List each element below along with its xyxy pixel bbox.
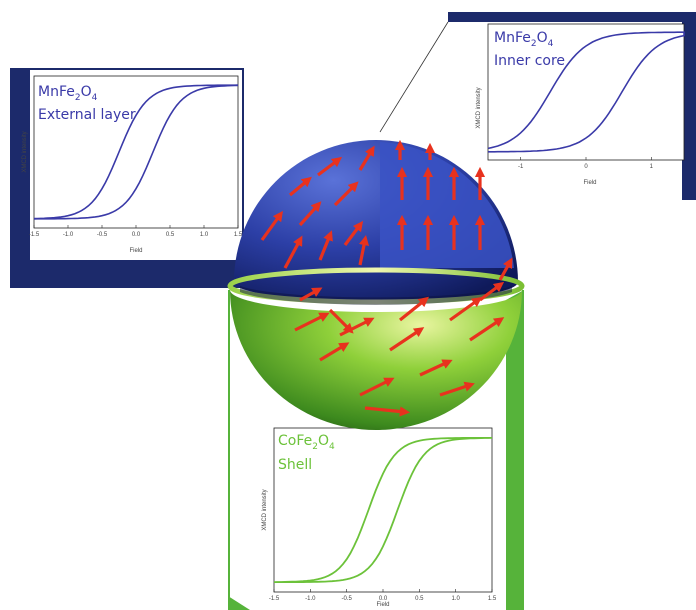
inner-xticks: -1 0 1 (518, 157, 654, 170)
inner-xtick-label: 1 (650, 164, 654, 170)
dome-shadow (240, 286, 512, 305)
inner-xtick-label: 0 (584, 164, 588, 170)
inner-panel-callout (682, 182, 696, 200)
moment-arrow (299, 287, 323, 302)
shell-xtick-label: 1.5 (488, 596, 497, 602)
shell-label: Shell (278, 457, 312, 473)
moment-arrow (260, 210, 283, 241)
moment-arrow (333, 181, 359, 207)
external-compound-title: MnFe2O4 (38, 84, 98, 103)
inner-label: Inner core (494, 53, 565, 69)
moment-arrow (359, 377, 395, 397)
moment-arrow (364, 406, 411, 417)
external-axes-box (33, 75, 239, 229)
moment-arrow (449, 297, 483, 322)
inner-xlabel: Field (583, 180, 596, 186)
inner-core-panel: MnFe2O4 Inner core XMCD intensity Field … (448, 12, 696, 200)
moment-arrow (399, 296, 429, 322)
moment-arrow (389, 327, 425, 352)
external-xtick-label: 0.0 (132, 232, 141, 238)
inner-compound-title: MnFe2O4 (494, 30, 554, 49)
shell-panel-edge-bottom (228, 596, 250, 610)
inner-hysteresis-loop (488, 31, 685, 153)
moment-arrow (317, 156, 343, 177)
moment-arrow (294, 312, 330, 332)
moment-arrow (288, 176, 312, 197)
external-xlabel: Field (129, 248, 142, 254)
moment-arrow (358, 145, 375, 171)
shell-xtick-label: 1.0 (451, 596, 460, 602)
connector-inner-top (379, 21, 449, 133)
moment-arrow (419, 359, 453, 377)
shell-xtick-label: -1.0 (305, 596, 316, 602)
external-xticks: -1.5 -1.0 -0.5 0.0 0.5 1.0 1.5 (29, 225, 243, 238)
inner-xtick-label: -1 (518, 164, 524, 170)
external-hysteresis-loop (34, 84, 238, 220)
external-ylabel: XMCD intensity (22, 131, 28, 172)
external-xtick-label: 1.0 (200, 232, 209, 238)
external-xtick-label: 1.5 (234, 232, 243, 238)
moment-arrow (283, 235, 303, 269)
shell-axes-box (273, 427, 493, 593)
magnetic-moment-arrows (260, 139, 513, 417)
moment-arrow (319, 342, 350, 362)
external-xtick-label: -1.0 (63, 232, 74, 238)
inner-ylabel: XMCD intensity (476, 87, 482, 128)
moment-arrow (439, 381, 475, 397)
moment-arrow (498, 257, 513, 281)
moment-arrow (479, 281, 505, 302)
moment-arrow (298, 201, 322, 227)
moment-arrow (469, 317, 505, 342)
external-xtick-label: 0.5 (166, 232, 175, 238)
shell-xtick-label: 0.5 (415, 596, 424, 602)
shell-hysteresis-loop (273, 437, 493, 583)
shell-xtick-label: -0.5 (341, 596, 352, 602)
external-xtick-label: -0.5 (97, 232, 108, 238)
moment-arrow (343, 220, 364, 246)
external-label: External layer (38, 107, 136, 123)
moment-arrow (358, 234, 370, 266)
shell-panel-edge-right (506, 290, 524, 610)
shell-ylabel: XMCD intensity (262, 489, 268, 530)
external-layer-panel: MnFe2O4 External layer XMCD intensity Fi… (10, 68, 262, 288)
shell-xtick-label: 0.0 (379, 596, 388, 602)
shell-compound-title: CoFe2O4 (278, 433, 335, 452)
shell-xlabel: Field (376, 602, 389, 608)
moment-arrow (318, 230, 333, 261)
shell-xticks: -1.5 -1.0 -0.5 0.0 0.5 1.0 1.5 (269, 589, 497, 602)
nanoparticle-sphere (227, 139, 525, 430)
external-xtick-label: -1.5 (29, 232, 40, 238)
moment-arrow (328, 308, 354, 334)
shell-xtick-label: -1.5 (269, 596, 280, 602)
